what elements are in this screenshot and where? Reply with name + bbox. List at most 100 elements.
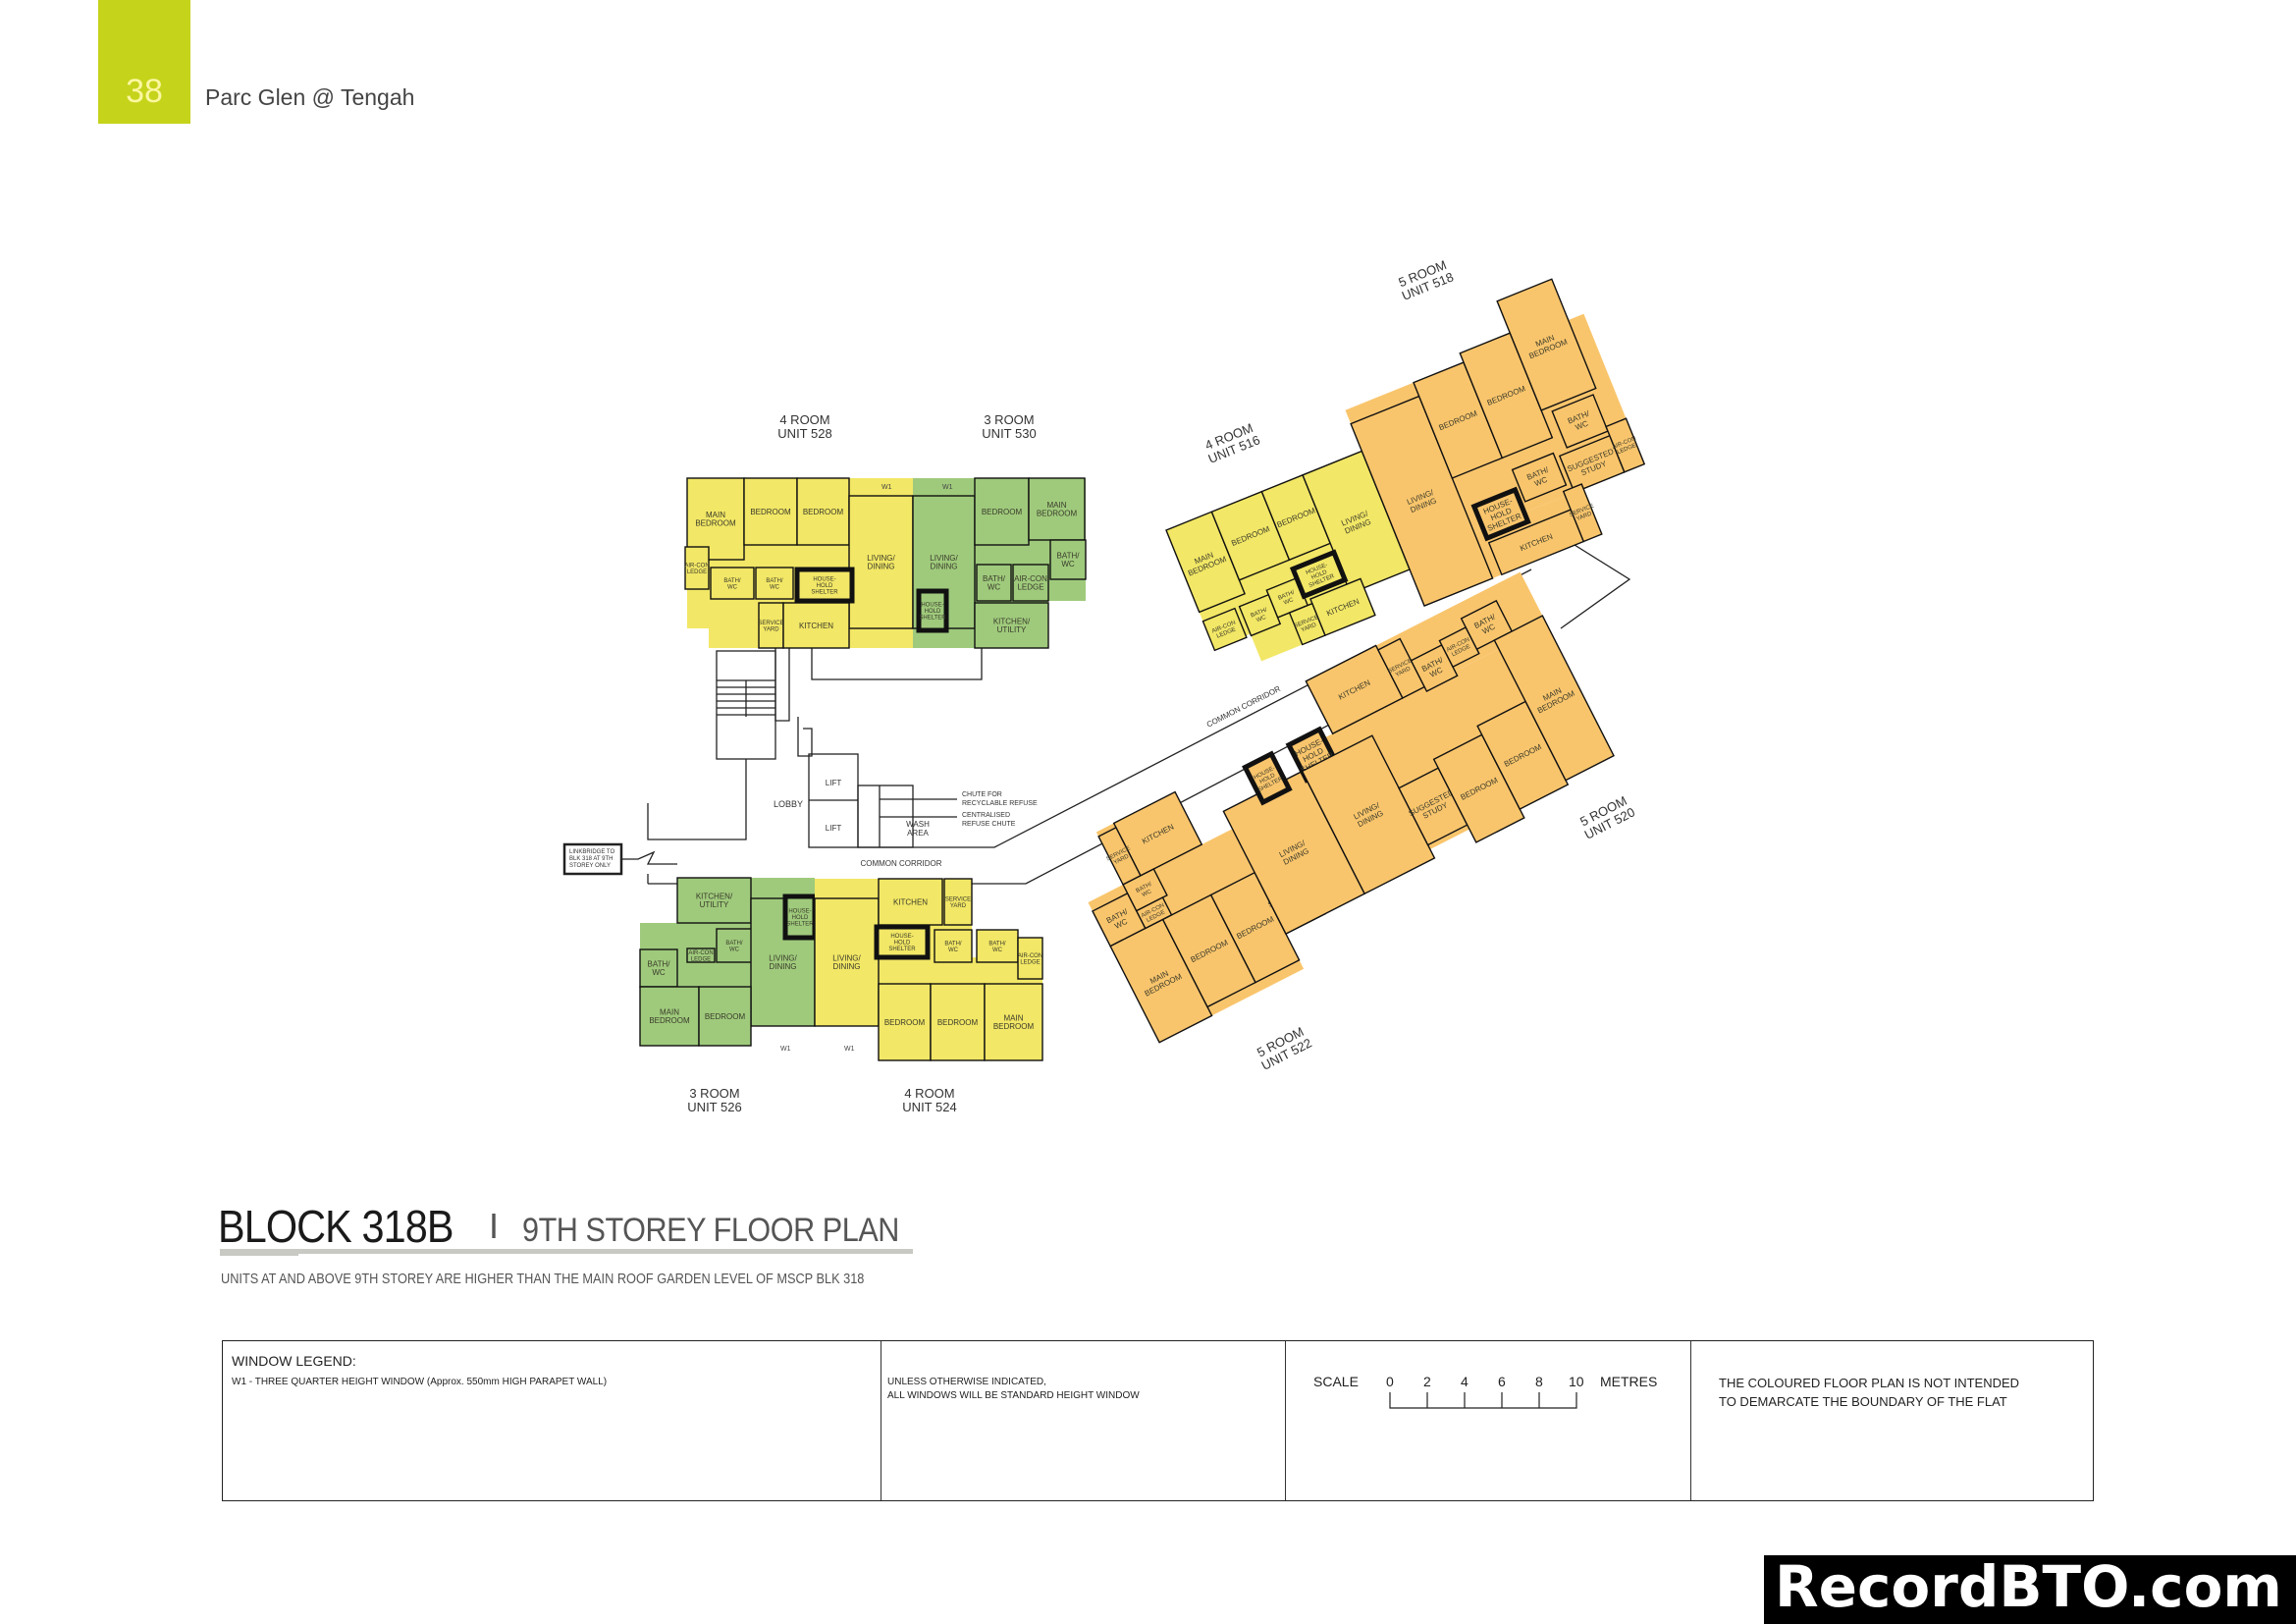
window-legend-cell: WINDOW LEGEND: W1 - THREE QUARTER HEIGHT… [223, 1341, 881, 1500]
svg-text:5 ROOMUNIT 520: 5 ROOMUNIT 520 [1575, 792, 1637, 842]
room-label: BATH/WC [988, 941, 1006, 953]
room-kitchen: KITCHEN [1112, 790, 1203, 877]
subtitle: UNITS AT AND ABOVE 9TH STOREY ARE HIGHER… [221, 1271, 865, 1287]
window-note-line2: ALL WINDOWS WILL BE STANDARD HEIGHT WIND… [887, 1390, 1140, 1401]
svg-text:3 ROOMUNIT 526: 3 ROOMUNIT 526 [687, 1086, 741, 1114]
window-w1-marker: W1 [844, 1046, 855, 1053]
lobby-label: LOBBY [774, 799, 803, 809]
room-bedroom: BEDROOM [1476, 700, 1570, 811]
room-label: BEDROOM [705, 1012, 746, 1021]
room-bath-wc: BATH/WC [1410, 644, 1459, 692]
scale-cell: SCALE 0 2 4 6 8 10 METRES [1286, 1341, 1691, 1500]
lift-label: LIFT [826, 824, 842, 833]
room-bath-wc: BATH/WC [1049, 539, 1087, 580]
room-service-yard: SERVICEYARD [1376, 637, 1426, 699]
room-bedroom: BEDROOM [796, 477, 850, 546]
watermark-box [1764, 1555, 2296, 1624]
room-kitchen: KITCHEN [878, 878, 943, 926]
room-suggested-study: SUGGESTEDSTUDY [1398, 767, 1468, 846]
window-note-line1: UNLESS OTHERWISE INDICATED, [887, 1377, 1046, 1387]
scale-tick-6: 6 [1498, 1374, 1506, 1389]
svg-text:4 ROOMUNIT 516: 4 ROOMUNIT 516 [1201, 419, 1261, 466]
stair-treads [717, 679, 775, 717]
room-label: LIVING/DINING [930, 554, 958, 571]
scale-tick-8: 8 [1535, 1374, 1543, 1389]
page-number-box [98, 0, 190, 124]
room-main-bedroom: MAINBEDROOM [1165, 511, 1246, 614]
svg-text:5 ROOMUNIT 518: 5 ROOMUNIT 518 [1395, 256, 1456, 303]
disclaimer-cell: THE COLOURED FLOOR PLAN IS NOT INTENDED … [1691, 1341, 2093, 1500]
unit-title: 5 ROOMUNIT 520 [1575, 792, 1637, 842]
room-bedroom: BEDROOM [1161, 893, 1256, 1008]
room-bath-wc: BATH/WC [639, 948, 678, 988]
room-bedroom: BEDROOM [1413, 361, 1504, 479]
room-label: BATH/WC [944, 941, 962, 953]
room-label: KITCHEN [893, 897, 928, 906]
room-kitchen: KITCHEN [782, 602, 850, 649]
room-bedroom: BEDROOM [878, 983, 932, 1061]
room-bedroom: BEDROOM [930, 983, 986, 1061]
svg-text:5 ROOMUNIT 522: 5 ROOMUNIT 522 [1253, 1023, 1314, 1073]
room-living-dining: LIVING/DINING [1222, 770, 1366, 936]
room-main-bedroom: MAINBEDROOM [1493, 615, 1615, 782]
room-label: BATH/WC [723, 578, 741, 591]
common-corridor-label: COMMON CORRIDOR [1205, 684, 1282, 730]
room-bedroom: BEDROOM [974, 477, 1030, 546]
unit-title: 5 ROOMUNIT 522 [1253, 1023, 1314, 1073]
room-label: BATH/WC [648, 959, 671, 977]
room-house-hold-shelter: HOUSE-HOLDSHELTER [1289, 549, 1349, 600]
room-label: BEDROOM [803, 508, 844, 516]
room-label: BEDROOM [982, 508, 1023, 516]
document-title: Parc Glen @ Tengah [205, 84, 415, 110]
unit-title: 5 ROOMUNIT 518 [1395, 256, 1456, 303]
room-service-yard: SERVICEYARD [1288, 602, 1326, 646]
room-service-yard: SERVICEYARD [1562, 483, 1603, 543]
room-label: KITCHEN/UTILITY [696, 892, 733, 909]
room-label: BATH/WC [766, 578, 783, 591]
room-bath-wc: BATH/WC [710, 567, 755, 600]
room-aircon-ledge: AIR-CONLEDGE [1201, 607, 1248, 652]
room-kitchen-utility: KITCHEN/UTILITY [974, 602, 1049, 649]
room-kitchen-utility: KITCHEN/UTILITY [676, 877, 752, 924]
window-w1-marker: W1 [780, 1046, 791, 1053]
room-living-dining: LIVING/DINING [1302, 450, 1411, 595]
scale-tick-0: 0 [1386, 1374, 1394, 1389]
common-corridor-label: COMMON CORRIDOR [860, 859, 941, 868]
room-label: LIVING/DINING [832, 953, 861, 971]
svg-text:4 ROOMUNIT 524: 4 ROOMUNIT 524 [902, 1086, 956, 1114]
room-main-bedroom: MAINBEDROOM [1496, 278, 1597, 411]
window-note-cell: UNLESS OTHERWISE INDICATED, ALL WINDOWS … [881, 1341, 1286, 1500]
scale-tick-2: 2 [1423, 1374, 1431, 1389]
title-underline [220, 1249, 913, 1254]
room-kitchen: KITCHEN [1305, 644, 1404, 735]
disclaimer-line2: TO DEMARCATE THE BOUNDARY OF THE FLAT [1719, 1394, 2007, 1409]
svg-text:4 ROOMUNIT 528: 4 ROOMUNIT 528 [777, 412, 831, 441]
room-bath-wc: BATH/WC [716, 928, 753, 963]
